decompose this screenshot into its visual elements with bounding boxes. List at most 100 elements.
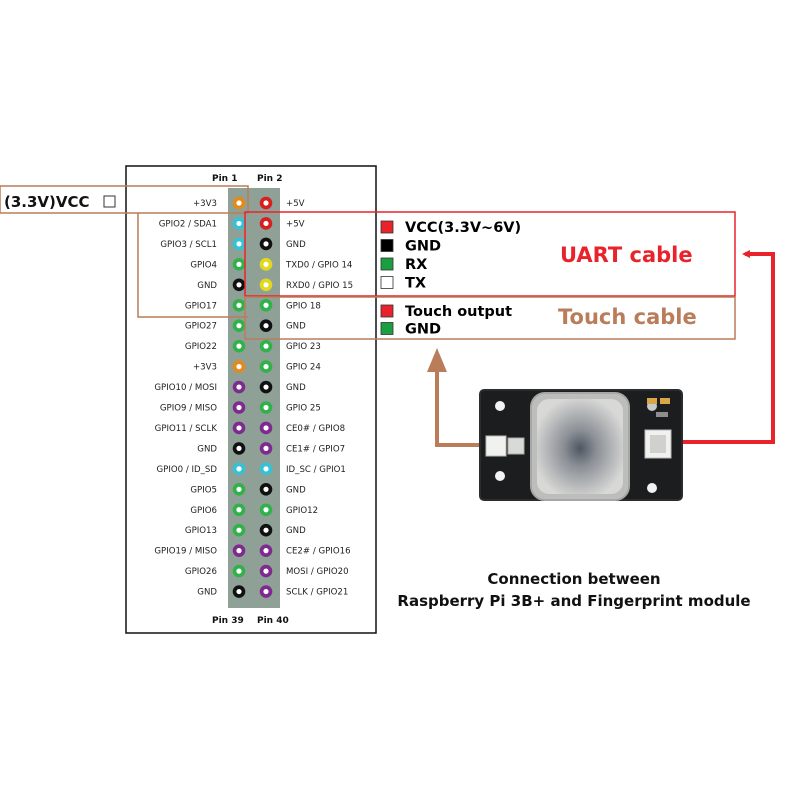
pin-right-hole bbox=[263, 548, 269, 554]
pin-label-left: GND bbox=[197, 588, 217, 598]
legend-swatch bbox=[380, 257, 394, 271]
gpio-row: GPIO2 / SDA1 +5V bbox=[159, 217, 305, 230]
touch-cable-box bbox=[244, 296, 736, 340]
pin-label-right: GND bbox=[286, 322, 306, 332]
pin-label-left: GPIO3 / SCL1 bbox=[160, 240, 217, 250]
gpio-row: GPIO27 GND bbox=[185, 319, 306, 333]
pin-label-right: TXD0 / GPIO 14 bbox=[285, 260, 352, 270]
pin-label-right: +5V bbox=[286, 199, 305, 209]
legend-label: VCC(3.3V~6V) bbox=[405, 220, 521, 236]
legend-swatch bbox=[380, 304, 394, 318]
pin-left-hole bbox=[236, 527, 242, 533]
pin-left-hole bbox=[236, 445, 242, 451]
pin-label-right: +5V bbox=[286, 219, 305, 229]
pin-label-left: GPIO6 bbox=[190, 506, 217, 516]
legend-swatch bbox=[380, 276, 394, 289]
pin-right-hole bbox=[263, 568, 269, 574]
pin-label-right: GND bbox=[286, 485, 306, 495]
gpio-row: GND CE1# / GPIO7 bbox=[197, 442, 345, 455]
pin-label-left: GPIO26 bbox=[185, 567, 217, 577]
pin-right-hole bbox=[263, 343, 269, 349]
pin-right-hole bbox=[263, 527, 269, 533]
pin-left-hole bbox=[236, 241, 242, 247]
pin-label-left: +3V3 bbox=[193, 199, 217, 209]
pin-left-hole bbox=[236, 364, 242, 370]
pin2-label: Pin 2 bbox=[257, 174, 282, 184]
pin-label-left: GPIO19 / MISO bbox=[154, 547, 217, 557]
pin-left-hole bbox=[236, 588, 242, 595]
legend-label: Touch output bbox=[405, 304, 512, 320]
pin-label-left: GPIO10 / MOSI bbox=[154, 383, 217, 393]
pin-left-hole bbox=[236, 200, 242, 206]
pin-right-hole bbox=[263, 404, 269, 411]
pin-right-hole bbox=[263, 364, 269, 370]
gpio-row: GPIO19 / MISO CE2# / GPIO16 bbox=[154, 544, 351, 557]
pin-left-hole bbox=[236, 220, 242, 227]
gpio-row: GND SCLK / GPIO21 bbox=[197, 585, 348, 598]
pin-left-hole bbox=[236, 343, 242, 349]
gpio-row: GPIO4 TXD0 / GPIO 14 bbox=[190, 258, 352, 271]
pin-label-left: GPIO4 bbox=[190, 260, 217, 270]
pin-right-hole bbox=[263, 323, 269, 329]
pin-label-left: GPIO11 / SCLK bbox=[155, 424, 218, 434]
pin-right-hole bbox=[263, 466, 269, 472]
pin-label-right: CE1# / GPIO7 bbox=[286, 444, 345, 454]
pin-left-hole bbox=[236, 486, 242, 492]
pin-left-hole bbox=[236, 425, 242, 431]
pin-right-hole bbox=[263, 220, 269, 227]
legend-label: RX bbox=[405, 257, 427, 273]
gpio-header-strip bbox=[228, 188, 280, 608]
pin-left-hole bbox=[236, 466, 242, 472]
pin-right-hole bbox=[263, 261, 269, 267]
legend-label: GND bbox=[405, 322, 441, 338]
touch-cable-title: Touch cable bbox=[558, 305, 697, 329]
pin-left-hole bbox=[236, 261, 242, 267]
pin-label-left: GPIO22 bbox=[185, 342, 217, 352]
pin-label-left: GPIO27 bbox=[185, 322, 217, 332]
pin-label-left: GPIO9 / MISO bbox=[160, 404, 217, 414]
pin-right-hole bbox=[263, 384, 269, 390]
pin-label-right: ID_SC / GPIO1 bbox=[286, 465, 346, 475]
gpio-row: GPIO22 GPIO 23 bbox=[185, 339, 321, 353]
pin-right-hole bbox=[263, 241, 269, 247]
pin-label-left: GPIO17 bbox=[185, 301, 217, 311]
legend-swatch bbox=[380, 220, 394, 234]
pin-label-left: GND bbox=[197, 444, 217, 454]
pin-left-hole bbox=[236, 404, 242, 411]
pin-label-left: GPIO13 bbox=[185, 526, 217, 536]
pin-label-right: SCLK / GPIO21 bbox=[286, 588, 348, 598]
legend-label: GND bbox=[405, 239, 441, 255]
pin-left-hole bbox=[236, 568, 242, 574]
pin1-label: Pin 1 bbox=[212, 174, 237, 184]
caption-line1: Connection between bbox=[487, 570, 660, 588]
touch-arrow-line bbox=[435, 372, 480, 447]
pin-right-hole bbox=[263, 282, 269, 288]
pin-label-left: GPIO0 / ID_SD bbox=[157, 465, 218, 475]
pin-label-right: CE2# / GPIO16 bbox=[286, 547, 351, 557]
pin-label-right: GND bbox=[286, 383, 306, 393]
pin-label-right: MOSI / GPIO20 bbox=[286, 567, 349, 577]
touch-gpio17-outline bbox=[137, 213, 248, 318]
pin-left-hole bbox=[236, 323, 242, 329]
pin-left-hole bbox=[236, 548, 242, 554]
pin-label-left: GND bbox=[197, 281, 217, 291]
pin-right-hole bbox=[263, 425, 269, 431]
pin-label-right: GND bbox=[286, 240, 306, 250]
pin-label-left: GPIO2 / SDA1 bbox=[159, 219, 217, 229]
legend-swatch bbox=[380, 239, 394, 252]
vcc-callout-label: (3.3V)VCC bbox=[4, 193, 90, 211]
pin-right-hole bbox=[263, 445, 269, 451]
pin-label-right: GPIO 23 bbox=[286, 342, 321, 352]
pin39-label: Pin 39 bbox=[212, 616, 244, 626]
pin-label-left: +3V3 bbox=[193, 363, 217, 373]
uart-cable-title: UART cable bbox=[560, 243, 693, 267]
